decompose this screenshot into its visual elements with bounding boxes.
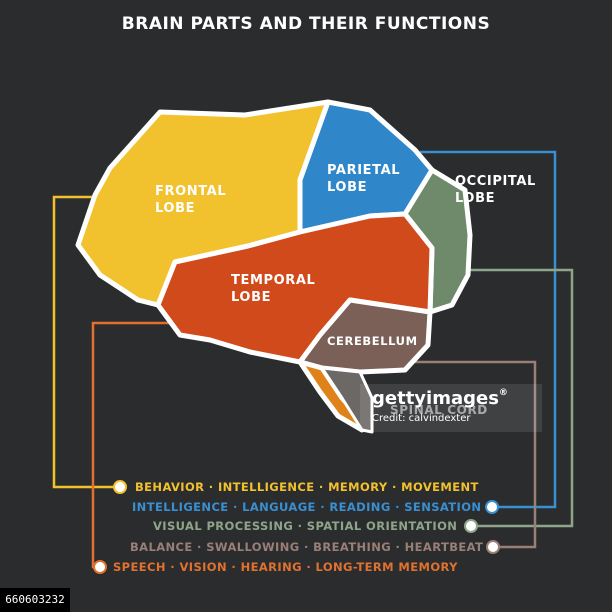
page-title: BRAIN PARTS AND THEIR FUNCTIONS — [121, 14, 491, 34]
region-spinal-cord-gray — [320, 366, 374, 434]
watermark-brand-text: gettyimages — [372, 388, 499, 409]
label-temporal-line2: LOBE — [231, 290, 272, 305]
watermark-brand: gettyimages® — [372, 388, 508, 409]
label-temporal-lobe: TEMPORAL LOBE — [231, 272, 315, 306]
label-frontal-line2: LOBE — [155, 201, 196, 216]
label-frontal-line1: FRONTAL — [155, 184, 227, 199]
label-occipital-line2: LOBE — [455, 191, 496, 206]
label-spinal-cord: SPINAL CORD — [390, 403, 488, 417]
image-id-tag: 660603232 — [0, 588, 70, 612]
connector-frontal — [52, 195, 118, 489]
label-parietal-lobe: PARIETAL LOBE — [327, 162, 400, 196]
label-cerebellum: CEREBELLUM — [327, 334, 418, 348]
label-parietal-line1: PARIETAL — [327, 163, 401, 178]
connector-occipital — [462, 268, 574, 528]
dot-frontal — [113, 480, 127, 494]
label-temporal-line1: TEMPORAL — [231, 273, 316, 288]
watermark-box — [360, 384, 542, 432]
dot-temporal — [93, 560, 107, 574]
label-occipital-lobe: OCCIPITAL LOBE — [455, 173, 536, 207]
functions-cerebellum: BALANCE · SWALLOWING · BREATHING · HEART… — [130, 540, 484, 554]
label-occipital-line1: OCCIPITAL — [455, 174, 536, 189]
connector-cerebellum — [400, 360, 537, 549]
functions-parietal: INTELLIGENCE · LANGUAGE · READING · SENS… — [132, 500, 482, 514]
label-frontal-lobe: FRONTAL LOBE — [155, 183, 226, 217]
functions-frontal: BEHAVIOR · INTELLIGENCE · MEMORY · MOVEM… — [135, 480, 479, 494]
dot-parietal — [485, 500, 499, 514]
connector-parietal — [420, 150, 557, 509]
functions-occipital: VISUAL PROCESSING · SPATIAL ORIENTATION — [153, 519, 458, 533]
dot-cerebellum — [486, 540, 500, 554]
watermark-credit: Credit: calvindexter — [372, 413, 471, 424]
dot-occipital — [464, 519, 478, 533]
label-parietal-line2: LOBE — [327, 180, 368, 195]
functions-temporal: SPEECH · VISION · HEARING · LONG-TERM ME… — [113, 560, 458, 574]
